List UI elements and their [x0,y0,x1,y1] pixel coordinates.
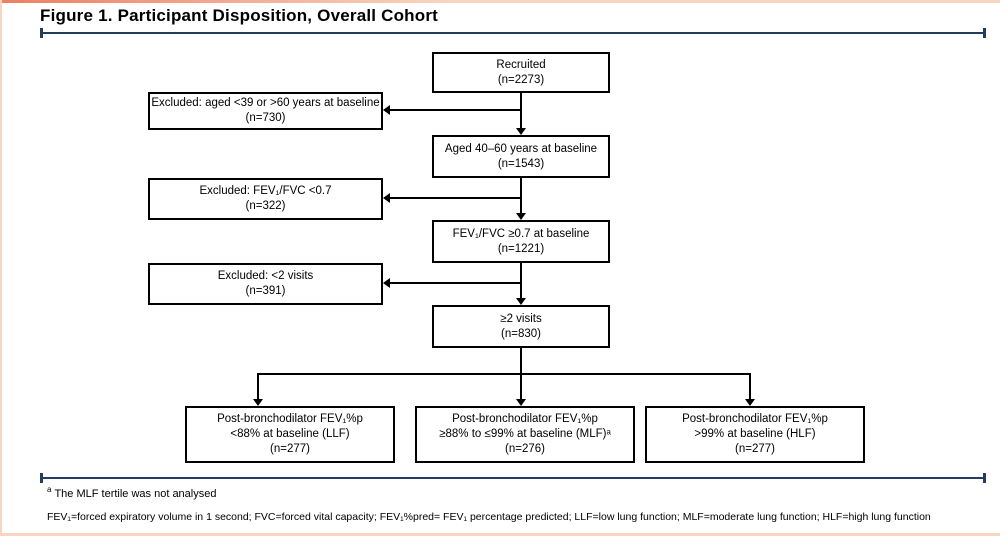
box-hlf-count: (n=277) [735,443,775,455]
box-excluded-visits-count: (n=391) [245,285,286,297]
box-mlf: Post-bronchodilator FEV₁%p ≥88% to ≤99% … [415,406,635,463]
box-recruited-count: (n=2273) [497,73,545,86]
box-mlf-line2: ≥88% to ≤99% at baseline (MLF)ᵃ [439,428,611,440]
page-border-top [0,0,1000,3]
connector-visits-to-branch [520,348,522,373]
figure-title: Figure 1. Participant Disposition, Overa… [40,6,439,25]
box-excluded-visits-label: Excluded: <2 visits [217,270,314,282]
box-excluded-fev-fvc-label: Excluded: FEV₁/FVC <0.7 [199,185,332,197]
box-hlf-line1: Post-bronchodilator FEV₁%p [682,413,828,425]
box-visits: ≥2 visits (n=830) [432,305,610,348]
box-fev-fvc-count: (n=1221) [497,242,545,255]
box-hlf-line2: >99% at baseline (HLF) [694,428,816,440]
box-aged-40-60-count: (n=1543) [497,157,545,170]
box-mlf-count: (n=276) [505,443,545,455]
footer-rule [40,473,986,483]
box-recruited-label: Recruited [496,58,546,71]
box-excluded-visits: Excluded: <2 visits (n=391) [148,263,383,305]
arrowhead-left [383,278,390,288]
connector-to-excluded-age [390,109,520,111]
arrowhead-down [516,399,526,406]
arrowhead-down [253,399,263,406]
box-excluded-age: Excluded: aged <39 or >60 years at basel… [148,92,383,130]
arrowhead-down [516,298,526,305]
box-excluded-fev-fvc-count: (n=322) [245,200,286,212]
box-excluded-fev-fvc: Excluded: FEV₁/FVC <0.7 (n=322) [148,178,383,220]
title-rule [40,28,986,38]
arrowhead-left [383,193,390,203]
page-border-bottom [0,533,1000,536]
page-border-left [0,0,2,536]
arrowhead-down [745,399,755,406]
box-llf-line2: <88% at baseline (LLF) [230,428,350,440]
box-llf-line1: Post-bronchodilator FEV₁%p [217,413,363,425]
box-hlf: Post-bronchodilator FEV₁%p >99% at basel… [645,406,865,463]
rule-endcap-right [983,28,986,38]
arrowhead-down [516,213,526,220]
arrowhead-left [383,105,390,115]
connector-aged-to-fevfvc [520,178,522,213]
box-excluded-age-count: (n=730) [245,112,286,124]
box-llf: Post-bronchodilator FEV₁%p <88% at basel… [185,406,395,463]
connector-branch-to-llf [257,373,259,399]
box-aged-40-60: Aged 40–60 years at baseline (n=1543) [432,135,610,178]
connector-branch-to-mlf [520,375,522,399]
box-fev-fvc: FEV₁/FVC ≥0.7 at baseline (n=1221) [432,220,610,263]
connector-to-excluded-visits [390,282,520,284]
connector-branch-to-hlf [749,373,751,399]
box-aged-40-60-label: Aged 40–60 years at baseline [444,142,598,155]
box-fev-fvc-label: FEV₁/FVC ≥0.7 at baseline [452,227,590,240]
footnote-a-marker: a [47,485,52,494]
rule-endcap-right [983,473,986,483]
box-mlf-line1: Post-bronchodilator FEV₁%p [452,413,598,425]
branch-line [257,373,751,375]
connector-fevfvc-to-visits [520,263,522,298]
box-visits-label: ≥2 visits [500,312,542,325]
arrowhead-down [516,128,526,135]
rule-endcap-left [40,473,43,483]
connector-to-excluded-fevfvc [390,197,520,199]
box-excluded-age-label: Excluded: aged <39 or >60 years at basel… [151,97,380,109]
footnote-abbreviations: FEV₁=forced expiratory volume in 1 secon… [47,511,931,523]
rule-endcap-left [40,28,43,38]
footnote-a-text: The MLF tertile was not analysed [54,487,217,500]
connector-recruited-to-aged [520,93,522,128]
box-llf-count: (n=277) [270,443,310,455]
box-visits-count: (n=830) [501,327,541,340]
box-recruited: Recruited (n=2273) [432,52,610,93]
